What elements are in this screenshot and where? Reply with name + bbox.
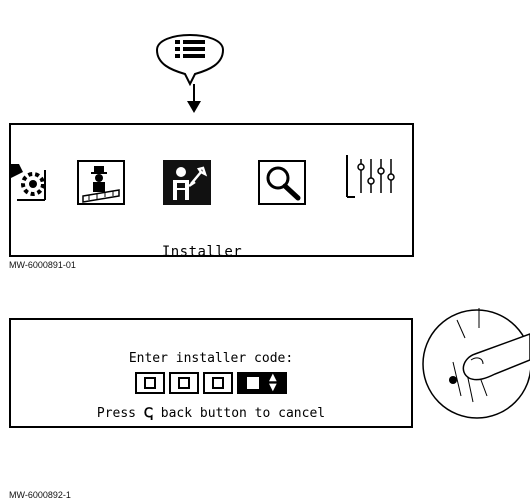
- cancel-text-end: back button to cancel: [152, 406, 326, 421]
- code-digit-2[interactable]: [169, 372, 199, 394]
- code-digit-4-active[interactable]: ▲▼: [237, 372, 287, 394]
- rotary-dial-knob[interactable]: [417, 300, 530, 420]
- code-prompt: Enter installer code:: [128, 351, 294, 366]
- digit-placeholder: [178, 377, 190, 389]
- finger-icon: [462, 333, 530, 381]
- selected-item-label: Installer: [161, 244, 243, 260]
- search-magnifier-icon[interactable]: [258, 160, 306, 205]
- down-arrow-icon: [187, 84, 201, 113]
- figure-caption-2: MW-6000892-1: [9, 490, 71, 500]
- installer-icon[interactable]: [163, 160, 211, 205]
- settings-gear-icon[interactable]: [11, 160, 56, 205]
- menu-list-icon: [175, 40, 205, 58]
- digit-placeholder: [212, 377, 224, 389]
- chimney-sweep-icon[interactable]: [77, 160, 125, 205]
- dial-center-dot: [449, 376, 457, 384]
- digit-placeholder: [247, 377, 259, 389]
- cancel-instruction: Press ↅ back button to cancel: [11, 406, 411, 421]
- code-entry-display: Enter installer code: ▲▼ Press ↅ back bu…: [9, 318, 413, 428]
- menu-display: Installer: [9, 123, 414, 260]
- sliders-icon[interactable]: [345, 153, 414, 198]
- code-digit-1[interactable]: [135, 372, 165, 394]
- cancel-text-start: Press: [96, 406, 144, 421]
- figure-caption-1: MW-6000891-01: [9, 260, 76, 270]
- back-button-icon: ↅ: [143, 406, 153, 421]
- up-down-arrows-icon: ▲▼: [269, 372, 277, 393]
- menu-key-button[interactable]: [149, 20, 231, 86]
- digit-placeholder: [144, 377, 156, 389]
- code-digit-3[interactable]: [203, 372, 233, 394]
- code-input-row: ▲▼: [11, 372, 411, 396]
